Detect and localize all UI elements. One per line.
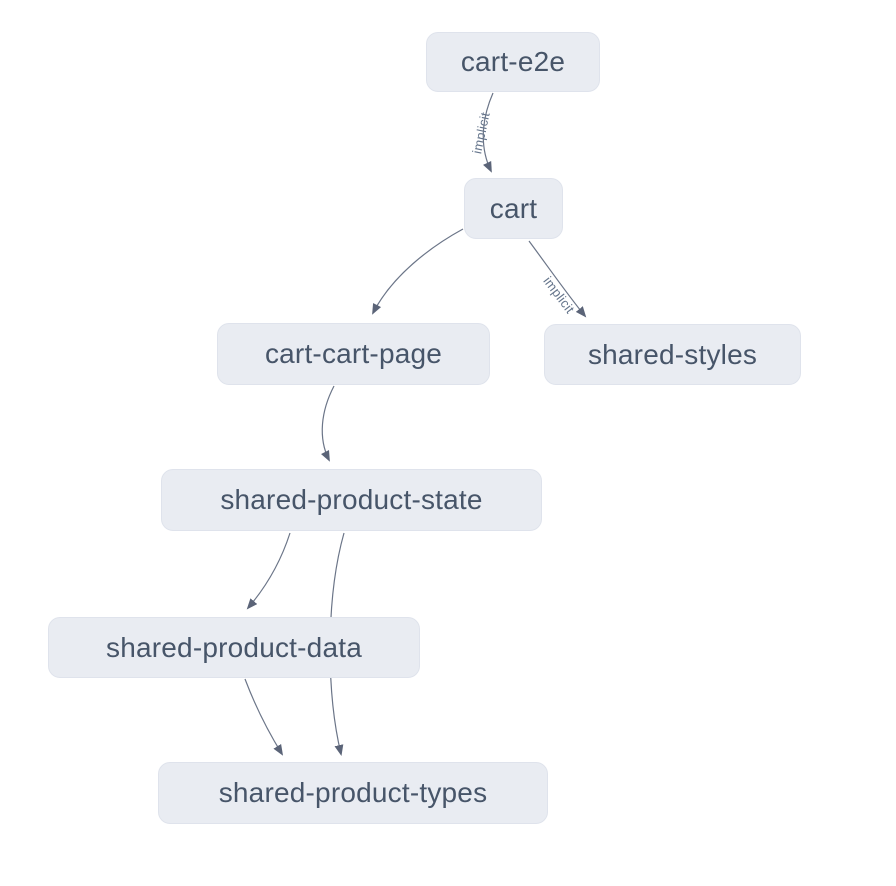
graph-node-cart[interactable]: cart bbox=[464, 178, 563, 239]
edge-label: implicit bbox=[540, 274, 577, 317]
node-label: cart-e2e bbox=[460, 46, 566, 77]
node-label: shared-styles bbox=[587, 338, 758, 370]
edge-path-shared-product-state-to-shared-product-data[interactable] bbox=[246, 532, 291, 610]
edge-path-shared-product-data-to-shared-product-types[interactable] bbox=[244, 678, 284, 756]
edge-path-cart-cart-page-to-shared-product-state[interactable] bbox=[320, 385, 335, 462]
edge-label: implicit bbox=[469, 111, 492, 155]
node-label: cart bbox=[489, 192, 538, 224]
edge-path-cart-to-shared-styles[interactable] bbox=[528, 240, 587, 318]
graph-node-cart-e2e[interactable]: cart-e2e bbox=[426, 32, 600, 92]
edge-cart-to-cart-cart-page[interactable] bbox=[372, 228, 464, 315]
graph-node-shared-product-data[interactable]: shared-product-data bbox=[48, 617, 420, 678]
graph-node-shared-styles[interactable]: shared-styles bbox=[544, 324, 801, 385]
edge-cart-cart-page-to-shared-product-state[interactable] bbox=[320, 385, 335, 462]
graph-node-cart-cart-page[interactable]: cart-cart-page bbox=[217, 323, 490, 385]
edge-path-cart-to-cart-cart-page[interactable] bbox=[372, 228, 464, 315]
graph-node-shared-product-types[interactable]: shared-product-types bbox=[158, 762, 548, 824]
edge-shared-product-state-to-shared-product-data[interactable] bbox=[246, 532, 291, 610]
node-label: cart-cart-page bbox=[264, 338, 443, 369]
edge-path-cart-e2e-to-cart[interactable] bbox=[482, 92, 494, 173]
edge-shared-product-data-to-shared-product-types[interactable] bbox=[244, 678, 284, 756]
node-label: shared-product-types bbox=[218, 777, 488, 808]
node-label: shared-product-state bbox=[220, 484, 483, 515]
graph-node-shared-product-state[interactable]: shared-product-state bbox=[161, 469, 542, 531]
node-label: shared-product-data bbox=[106, 631, 362, 663]
edge-cart-to-shared-styles[interactable]: implicit bbox=[528, 240, 587, 318]
edge-cart-e2e-to-cart[interactable]: implicit bbox=[469, 92, 494, 173]
